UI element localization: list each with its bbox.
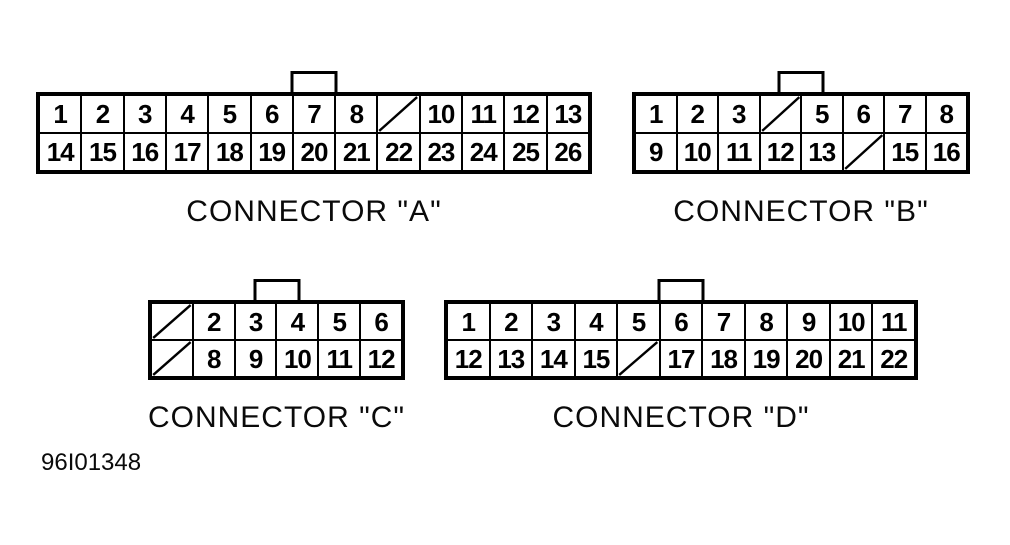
connector-d-pin-14: 14: [533, 341, 574, 376]
connector-d-pin-18: 18: [703, 341, 744, 376]
connector-a-pin-12: 12: [505, 96, 546, 132]
connector-a-pin-7: 7: [293, 96, 335, 132]
connector-b-pin-16: 16: [926, 134, 966, 170]
connector-d-pin-11: 11: [873, 304, 914, 339]
connector-d-pin-4: 4: [575, 304, 617, 339]
connector-c-pin-8: 8: [193, 341, 234, 376]
connector-b-blocked-cavity-slash-icon: [843, 134, 883, 170]
connector-b-pin-7: 7: [885, 96, 925, 132]
connector-b-pin-6: 6: [843, 96, 883, 132]
connector-b-pin-13: 13: [802, 134, 842, 170]
connector-c-blocked-cavity-slash-icon: [152, 304, 192, 339]
connector-d-pin-20: 20: [788, 341, 829, 376]
connector-a-pin-5: 5: [209, 96, 250, 132]
connector-d-pin-15: 15: [575, 341, 617, 376]
connector-c-pin-12: 12: [361, 341, 401, 376]
connector-a-pin-14: 14: [40, 134, 81, 170]
connector-a-pin-26: 26: [547, 134, 588, 170]
connector-c-keying-tab-icon: [253, 279, 300, 300]
connector-c-pin-2: 2: [193, 304, 234, 339]
connector-a-pin-8: 8: [336, 96, 377, 132]
connector-d-pin-7: 7: [703, 304, 744, 339]
connector-a-pin-1: 1: [40, 96, 81, 132]
connector-a-pin-2: 2: [82, 96, 123, 132]
connector-a-pin-19: 19: [251, 134, 292, 170]
connector-a-pin-11: 11: [463, 96, 504, 132]
connector-a-pin-15: 15: [82, 134, 123, 170]
connector-a-pin-24: 24: [463, 134, 504, 170]
connector-c-blocked-cavity-slash-icon: [152, 341, 192, 376]
connector-c-pin-11: 11: [319, 341, 360, 376]
connector-b-pin-15: 15: [885, 134, 925, 170]
connector-a-label: CONNECTOR "A": [186, 195, 442, 228]
connector-d-pin-2: 2: [490, 304, 532, 339]
connector-b-pin-11: 11: [719, 134, 759, 170]
connector-a-pin-10: 10: [420, 96, 462, 132]
connector-a-keying-tab-icon: [290, 71, 338, 92]
connector-a-pin-17: 17: [166, 134, 208, 170]
connector-d-pin-19: 19: [745, 341, 787, 376]
connector-d-pin-6: 6: [660, 304, 702, 339]
connector-a-pin-6: 6: [251, 96, 292, 132]
connector-b-pin-8: 8: [926, 96, 966, 132]
connector-b-keying-tab-icon: [777, 71, 825, 92]
connector-d-pin-21: 21: [830, 341, 872, 376]
connector-c-pin-4: 4: [277, 304, 318, 339]
connector-d-pin-9: 9: [788, 304, 829, 339]
connector-c-label: CONNECTOR "C": [147, 401, 406, 434]
connector-b-blocked-cavity-slash-icon: [760, 96, 800, 132]
connector-d-pin-17: 17: [660, 341, 702, 376]
connector-d-pin-5: 5: [618, 304, 659, 339]
connector-a-pin-16: 16: [124, 134, 165, 170]
figure-code: 96I01348: [41, 449, 142, 476]
connector-d-blocked-cavity-slash-icon: [618, 341, 659, 376]
connector-b-label: CONNECTOR "B": [673, 195, 929, 228]
connector-d-pin-8: 8: [745, 304, 787, 339]
connector-a-pin-13: 13: [547, 96, 588, 132]
connector-c-pin-9: 9: [235, 341, 276, 376]
connector-a-pin-18: 18: [209, 134, 250, 170]
connector-d-pin-12: 12: [448, 341, 489, 376]
connector-b-pin-5: 5: [802, 96, 842, 132]
connector-a-pin-4: 4: [166, 96, 208, 132]
connector-a-pin-23: 23: [420, 134, 462, 170]
connector-b-pin-12: 12: [760, 134, 800, 170]
connector-b-pin-2: 2: [677, 96, 717, 132]
connector-b-pin-1: 1: [636, 96, 676, 132]
connector-d-pin-13: 13: [490, 341, 532, 376]
connector-d-pin-22: 22: [873, 341, 914, 376]
connector-c-pin-10: 10: [277, 341, 318, 376]
connector-d-keying-tab-icon: [657, 279, 705, 300]
connector-a-pin-3: 3: [124, 96, 165, 132]
connector-b-pin-3: 3: [719, 96, 759, 132]
connector-c-pin-6: 6: [361, 304, 401, 339]
connector-d-pin-3: 3: [533, 304, 574, 339]
connector-c-pin-3: 3: [235, 304, 276, 339]
connector-d-pin-1: 1: [448, 304, 489, 339]
connector-d-pin-10: 10: [830, 304, 872, 339]
connector-b-pin-10: 10: [677, 134, 717, 170]
connector-c-pin-5: 5: [319, 304, 360, 339]
connector-a-pin-20: 20: [293, 134, 335, 170]
connector-d-label: CONNECTOR "D": [552, 401, 810, 434]
connector-b-pin-9: 9: [636, 134, 676, 170]
connector-a-pin-22: 22: [378, 134, 419, 170]
connector-a-blocked-cavity-slash-icon: [378, 96, 419, 132]
connector-a-pin-25: 25: [505, 134, 546, 170]
connector-a-pin-21: 21: [336, 134, 377, 170]
